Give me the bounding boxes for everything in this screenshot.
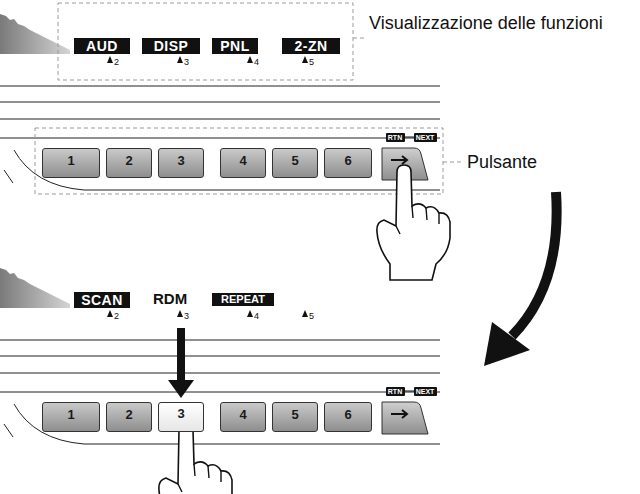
label-text: Visualizzazione delle funzioni — [369, 13, 603, 33]
label-text: 4 — [254, 311, 259, 321]
preset-button: 5 — [272, 148, 318, 178]
function-label: AUD — [74, 38, 130, 54]
callout-number: 2 — [114, 58, 119, 67]
preset-button: 2 — [106, 148, 152, 178]
label-text: 4 — [254, 57, 259, 67]
label-text: 5 — [309, 57, 314, 67]
callout-number: 4 — [254, 58, 259, 67]
label-text: RDM — [153, 290, 187, 307]
press-arrow — [168, 328, 194, 398]
function-label: SCAN — [74, 292, 130, 308]
display-panel-bottom — [0, 268, 440, 494]
node-text: RTN — [388, 388, 402, 395]
function-label: 2-ZN — [282, 38, 340, 54]
label-text: 3 — [184, 57, 189, 67]
level-graphic — [0, 14, 70, 54]
arrow-symbol — [391, 410, 407, 418]
position-markers — [107, 310, 308, 317]
node-text: 3 — [177, 406, 184, 421]
arrow-symbol — [391, 156, 407, 164]
button-tag: NEXT — [414, 387, 437, 396]
preset-button: 6 — [324, 402, 372, 432]
node-text: 4 — [239, 407, 246, 422]
node-text: 6 — [344, 407, 351, 422]
level-graphic — [0, 268, 70, 308]
node-text: 1 — [67, 407, 74, 422]
preset-button: 2 — [106, 402, 152, 432]
callout-number: 4 — [254, 312, 259, 321]
tag-link — [404, 391, 414, 392]
label-text: 5 — [309, 311, 314, 321]
leader-line — [353, 38, 364, 39]
callout-number: 3 — [184, 312, 189, 321]
preset-button: 1 — [42, 402, 100, 432]
button-tag: RTN — [386, 387, 405, 396]
caption-label: Pulsante — [467, 151, 537, 174]
node-text: 5 — [291, 407, 298, 422]
transition-arrow — [484, 192, 557, 366]
tag-link — [404, 137, 414, 138]
preset-button: 6 — [324, 148, 372, 178]
button-tag: NEXT — [414, 133, 437, 142]
pressing-hand — [377, 165, 450, 280]
preset-button: 1 — [42, 148, 100, 178]
callout-number: 5 — [309, 58, 314, 67]
node-text: RTN — [388, 134, 402, 141]
node-text: 1 — [67, 153, 74, 168]
function-label: DISP — [142, 38, 200, 54]
bezel-lines — [0, 340, 440, 444]
caption-label: Visualizzazione delle funzioni — [369, 12, 631, 35]
position-markers — [107, 56, 308, 63]
button-tag: RTN — [386, 133, 405, 142]
node-text: 4 — [239, 153, 246, 168]
label-text: 2 — [114, 311, 119, 321]
function-label: RDM — [153, 291, 187, 306]
display-panel-top — [0, 3, 462, 280]
node-text: 6 — [344, 153, 351, 168]
node-text: SCAN — [81, 293, 123, 307]
dashed-frame — [58, 3, 353, 80]
node-text: 2-ZN — [294, 39, 327, 53]
pressed-button: 3 — [158, 402, 204, 432]
node-text: NEXT — [416, 134, 435, 141]
node-text: 3 — [177, 153, 184, 168]
bezel-lines — [0, 86, 440, 190]
next-button — [382, 402, 428, 434]
preset-button: 3 — [158, 148, 204, 178]
dashed-frame — [35, 128, 443, 194]
callout-number: 3 — [184, 58, 189, 67]
callout-number: 5 — [309, 312, 314, 321]
label-text: 2 — [114, 57, 119, 67]
label-text: 3 — [184, 311, 189, 321]
function-label: PNL — [212, 38, 258, 54]
node-text: 2 — [125, 153, 132, 168]
preset-button: 4 — [220, 148, 266, 178]
node-text: AUD — [86, 39, 118, 53]
callout-number: 2 — [114, 312, 119, 321]
preset-button: 4 — [220, 402, 266, 432]
function-label: REPEAT — [212, 293, 274, 306]
node-text: 5 — [291, 153, 298, 168]
pressing-hand — [159, 423, 232, 494]
label-text: Pulsante — [467, 152, 537, 172]
node-text: NEXT — [416, 388, 435, 395]
node-text: DISP — [154, 39, 189, 53]
leader-line — [443, 162, 462, 163]
preset-button: 5 — [272, 402, 318, 432]
node-text: 2 — [125, 407, 132, 422]
node-text: REPEAT — [221, 294, 265, 305]
node-text: PNL — [220, 39, 250, 53]
